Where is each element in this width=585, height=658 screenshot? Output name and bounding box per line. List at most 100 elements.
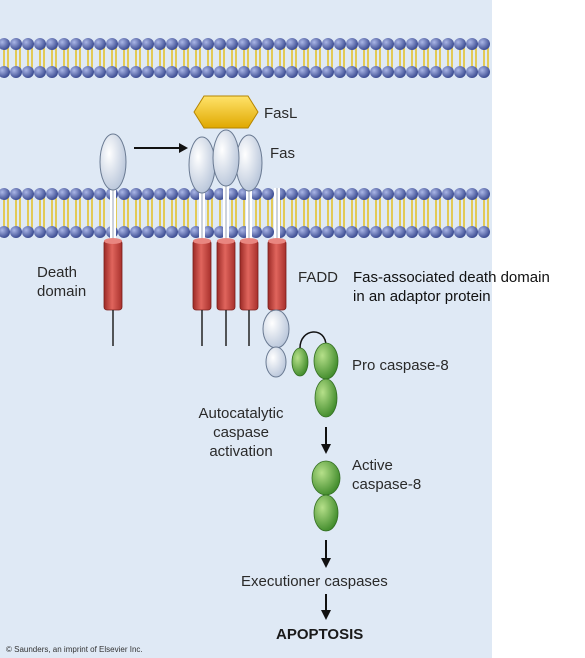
lipid-head (22, 38, 34, 50)
lipid-head (166, 66, 178, 78)
active-caspase-label: Active caspase-8 (352, 457, 422, 493)
lipid-head (442, 66, 454, 78)
lipid-head (34, 226, 46, 238)
lipid-head (466, 66, 478, 78)
active-caspase-8 (311, 460, 341, 532)
lipid-head (394, 226, 406, 238)
upper-membrane (0, 38, 492, 78)
lipid-head (370, 226, 382, 238)
lipid-head (154, 38, 166, 50)
lipid-head (418, 226, 430, 238)
lipid-head (406, 38, 418, 50)
lipid-head (274, 66, 286, 78)
fas-extracellular-domain (212, 129, 240, 187)
lipid-head (298, 226, 310, 238)
lipid-head (118, 226, 130, 238)
lipid-head (46, 38, 58, 50)
lipid-head (346, 188, 358, 200)
lipid-head (430, 38, 442, 50)
lipid-head (322, 38, 334, 50)
lipid-head (70, 38, 82, 50)
lipid-head (46, 66, 58, 78)
lipid-head (154, 188, 166, 200)
lipid-head (250, 188, 262, 200)
lipid-head (58, 188, 70, 200)
pro-caspase-label: Pro caspase-8 (352, 357, 449, 374)
executioner-arrow (321, 540, 331, 568)
lipid-head (250, 66, 262, 78)
lipid-head (22, 188, 34, 200)
lipid-head (442, 226, 454, 238)
lipid-head (130, 188, 142, 200)
lipid-head (94, 188, 106, 200)
lipid-head (478, 188, 490, 200)
lipid-head (106, 38, 118, 50)
lipid-head (142, 66, 154, 78)
pro-caspase-8 (291, 331, 339, 418)
lipid-head (166, 38, 178, 50)
executioner-label: Executioner caspases (241, 573, 388, 590)
lipid-head (394, 188, 406, 200)
lipid-head (310, 38, 322, 50)
lipid-head (70, 226, 82, 238)
lipid-head (394, 66, 406, 78)
lipid-head (334, 188, 346, 200)
lipid-head (466, 226, 478, 238)
lipid-head (262, 66, 274, 78)
lipid-head (358, 226, 370, 238)
lipid-head (358, 38, 370, 50)
lipid-head (286, 38, 298, 50)
apoptosis-label: APOPTOSIS (276, 626, 364, 643)
lipid-head (478, 66, 490, 78)
lipid-head (454, 38, 466, 50)
lipid-head (118, 188, 130, 200)
fadd-label: FADD (298, 269, 339, 286)
lipid-head (466, 188, 478, 200)
lipid-head (226, 38, 238, 50)
lipid-head (82, 38, 94, 50)
lipid-head (310, 226, 322, 238)
lipid-head (310, 66, 322, 78)
lipid-head (178, 66, 190, 78)
lipid-head (274, 38, 286, 50)
lipid-head (214, 66, 226, 78)
lipid-head (58, 38, 70, 50)
lipid-head (322, 188, 334, 200)
lipid-head (250, 226, 262, 238)
lipid-head (418, 66, 430, 78)
lipid-head (0, 226, 10, 238)
lipid-head (262, 188, 274, 200)
lipid-head (430, 226, 442, 238)
fas-extracellular-domain (235, 134, 263, 192)
lipid-head (130, 66, 142, 78)
death-domain-block (192, 239, 212, 311)
lipid-head (94, 66, 106, 78)
lipid-head (166, 226, 178, 238)
lipid-head (238, 38, 250, 50)
lipid-head (298, 188, 310, 200)
lipid-head (250, 38, 262, 50)
lipid-head (346, 38, 358, 50)
lipid-head (430, 188, 442, 200)
lipid-head (70, 66, 82, 78)
lipid-head (370, 38, 382, 50)
lipid-head (10, 38, 22, 50)
lipid-head (370, 66, 382, 78)
fas-receptor-unbound (99, 133, 127, 346)
lipid-head (154, 226, 166, 238)
lipid-head (382, 38, 394, 50)
lipid-head (142, 226, 154, 238)
lipid-head (82, 226, 94, 238)
lipid-head (154, 66, 166, 78)
lipid-head (322, 66, 334, 78)
lipid-head (94, 38, 106, 50)
death-domain-label: Death domain (37, 264, 87, 300)
lipid-head (322, 226, 334, 238)
lipid-head (238, 66, 250, 78)
lipid-head (106, 66, 118, 78)
death-domain-top (240, 238, 258, 244)
lipid-head (286, 66, 298, 78)
lipid-head (406, 188, 418, 200)
lipid-head (166, 188, 178, 200)
fadd-description: Fas-associated death domain in an adapto… (353, 269, 550, 305)
